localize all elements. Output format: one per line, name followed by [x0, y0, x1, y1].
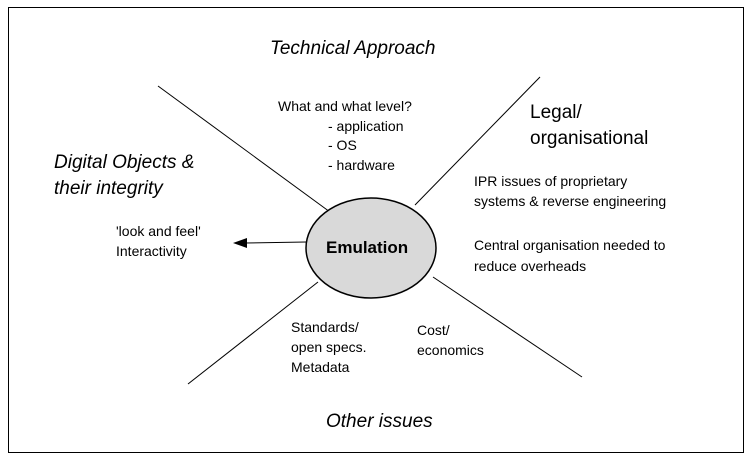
legal-point1-line2: systems & reverse engineering — [474, 193, 667, 209]
center-label: Emulation — [326, 238, 409, 257]
technical-item-os: - OS — [328, 137, 357, 153]
digital-note-line1: 'look and feel' — [116, 223, 201, 239]
other-cost-line2: economics — [417, 342, 484, 358]
technical-question: What and what level? — [278, 98, 412, 114]
other-standards-line1: Standards/ — [291, 319, 359, 335]
legal-heading-line2: organisational — [530, 128, 649, 149]
digital-note-line2: Interactivity — [116, 243, 187, 259]
other-standards-line2: open specs. — [291, 339, 367, 355]
legal-point2-line1: Central organisation needed to — [474, 237, 666, 253]
spoke-bottom-right — [432, 276, 583, 378]
spoke-bottom-left — [187, 281, 319, 385]
legal-heading-line1: Legal/ — [530, 102, 582, 123]
legal-point2-line2: reduce overheads — [474, 258, 587, 274]
technical-item-hardware: - hardware — [328, 157, 395, 173]
legal-point1-line1: IPR issues of proprietary — [474, 173, 628, 189]
spoke-top-left — [157, 85, 331, 213]
spoke-top-right — [414, 76, 541, 206]
other-heading: Other issues — [326, 411, 433, 432]
digital-heading-line2: their integrity — [54, 178, 163, 199]
technical-heading: Technical Approach — [270, 38, 436, 59]
other-standards-line3: Metadata — [291, 359, 350, 375]
technical-item-application: - application — [328, 118, 404, 134]
emulation-ellipse — [305, 197, 437, 299]
other-cost-line1: Cost/ — [417, 322, 450, 338]
arrow-head — [233, 238, 247, 248]
digital-heading-line1: Digital Objects & — [54, 152, 195, 173]
arrow-shaft — [244, 241, 307, 244]
